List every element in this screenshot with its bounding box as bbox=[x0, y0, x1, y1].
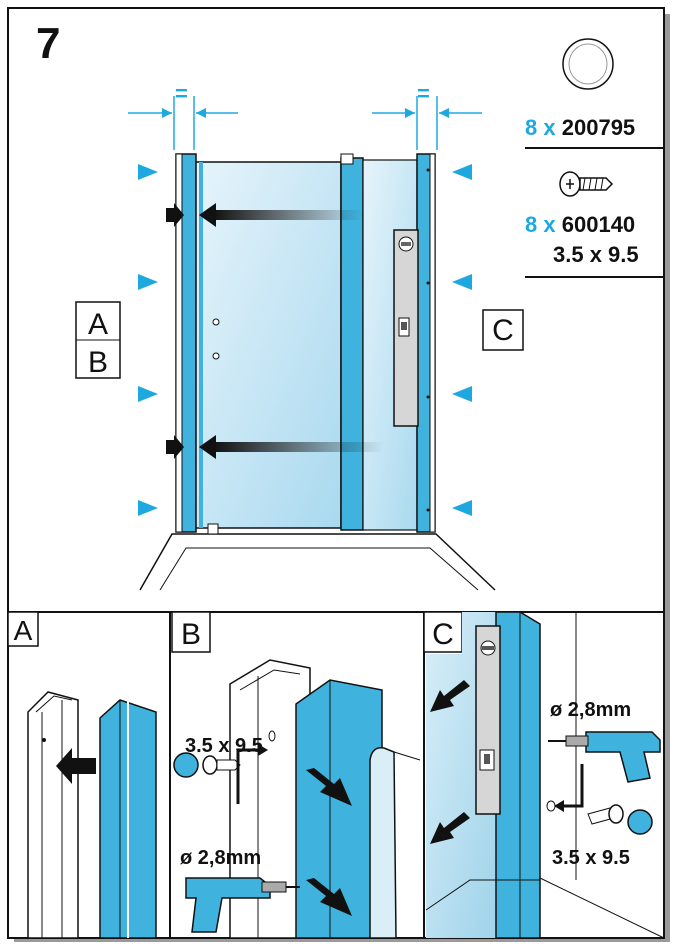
panel-label: B bbox=[181, 618, 201, 651]
panel-foot bbox=[207, 523, 219, 535]
callout-b: B bbox=[88, 346, 108, 379]
push-arrow bbox=[430, 812, 470, 844]
equal-gap-marker-left: = bbox=[128, 81, 238, 150]
panel-b: B 3.5 x 9.5 ø 2,8mm bbox=[171, 611, 421, 939]
cover-cap-icon bbox=[562, 38, 614, 90]
wall-profile bbox=[27, 691, 79, 939]
screw-size-label: 3.5 x 9.5 bbox=[552, 847, 630, 869]
insert-arrow bbox=[56, 748, 96, 784]
panel-a: A bbox=[7, 611, 157, 939]
shower-tray-inner bbox=[159, 547, 479, 591]
panel-hole bbox=[212, 352, 220, 360]
wall-profile bbox=[495, 611, 541, 939]
panel-c: C ø 2,8mm bbox=[423, 611, 665, 939]
drill-hole bbox=[546, 800, 556, 812]
screw-icon bbox=[559, 171, 614, 197]
direction-arrow bbox=[560, 764, 584, 808]
drill-icon bbox=[548, 731, 661, 783]
part-qty-label: 8 x 600140 bbox=[525, 212, 635, 237]
direction-arrow bbox=[236, 748, 262, 804]
part-size-label: 3.5 x 9.5 bbox=[553, 242, 639, 267]
screw-icon bbox=[587, 804, 624, 825]
drill-size-label: ø 2,8mm bbox=[180, 847, 261, 869]
glass-seal bbox=[369, 747, 397, 939]
panel-label: C bbox=[432, 618, 454, 651]
push-arrow bbox=[166, 435, 384, 459]
callout-a: A bbox=[88, 308, 108, 341]
screw-size-label: 3.5 x 9.5 bbox=[185, 735, 263, 757]
parts-list: 8 x 200795 8 x 600140 3.5 x 9.5 bbox=[525, 38, 664, 278]
wall-profile-left-edge bbox=[175, 153, 183, 533]
equal-sign: = bbox=[417, 81, 430, 106]
push-arrow bbox=[306, 768, 352, 806]
spirit-level bbox=[475, 625, 501, 815]
equal-sign: = bbox=[175, 81, 188, 106]
callout-c: C bbox=[492, 314, 514, 347]
drill-size-label: ø 2,8mm bbox=[550, 699, 631, 721]
screw-position-markers bbox=[138, 164, 472, 516]
panel-hole bbox=[212, 318, 220, 326]
screw-icon bbox=[202, 755, 241, 775]
main-view: = = bbox=[75, 81, 524, 591]
drill-hole bbox=[268, 730, 276, 742]
panel-label-box bbox=[171, 611, 211, 653]
glass-panel bbox=[195, 161, 342, 529]
drill-icon bbox=[185, 877, 300, 933]
push-arrow bbox=[166, 203, 364, 227]
cover-cap-icon bbox=[173, 752, 199, 778]
part-qty-label: 8 x 200795 bbox=[525, 115, 635, 140]
shower-tray bbox=[139, 533, 496, 591]
cover-cap-icon bbox=[627, 809, 653, 835]
panel-label-box bbox=[7, 611, 39, 647]
equal-gap-marker-right: = bbox=[372, 81, 482, 150]
panel-label: A bbox=[14, 615, 33, 646]
push-arrow bbox=[430, 680, 470, 712]
step-number: 7 bbox=[36, 19, 60, 68]
spirit-level bbox=[393, 229, 419, 427]
push-arrow bbox=[306, 878, 352, 916]
callout-box-c bbox=[482, 309, 524, 351]
